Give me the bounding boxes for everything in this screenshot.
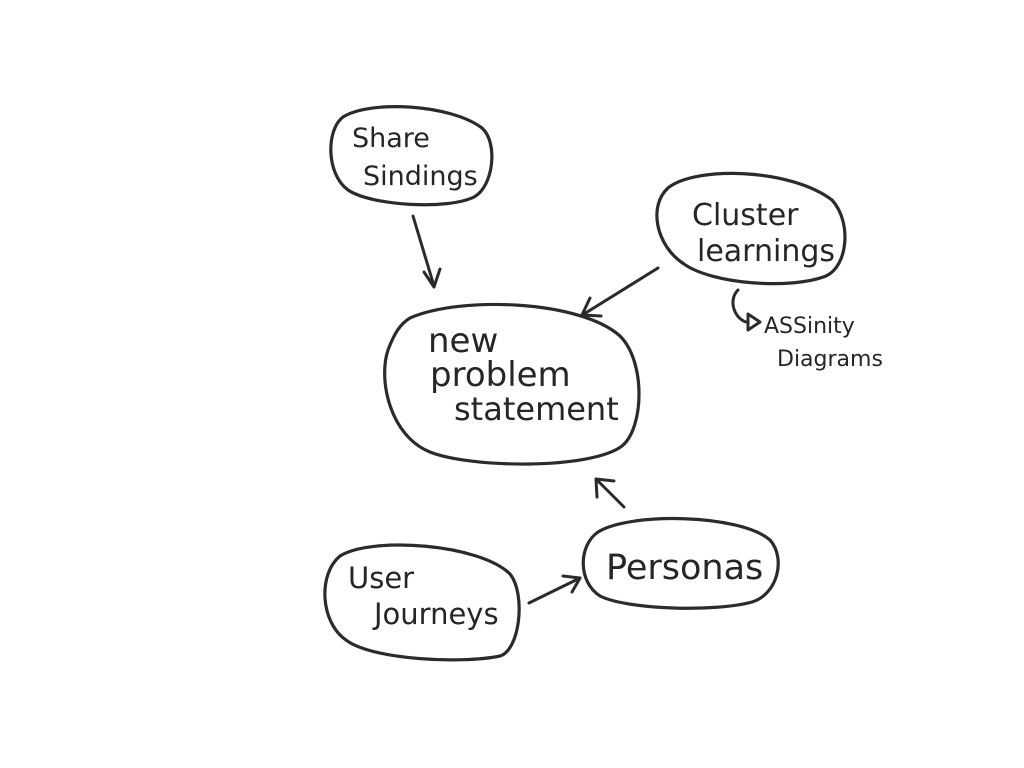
node-label-line: Share [352, 123, 430, 154]
annotation-label-line: Diagrams [777, 347, 883, 372]
connector-line [411, 214, 436, 288]
connector-cluster-to-problem [580, 266, 660, 318]
node-user-journeys: User Journeys [323, 543, 521, 662]
node-label-line: Cluster [692, 198, 799, 233]
node-new-problem-statement: new problem statement [383, 302, 641, 466]
node-outline [655, 171, 847, 286]
connector-line [595, 478, 626, 509]
node-label-line: Personas [606, 548, 763, 588]
node-label-line: new [428, 321, 498, 361]
connector-share-to-problem [411, 214, 442, 289]
node-outline [383, 302, 641, 466]
connector-journeys-to-personas [527, 574, 582, 605]
node-label-line: Journeys [372, 597, 499, 631]
arrowhead [594, 477, 616, 499]
node-outline [323, 543, 521, 662]
node-share-findings: Share Sindings [329, 105, 494, 207]
node-label-line: statement [454, 390, 619, 428]
annotation-pointer-head [746, 312, 762, 332]
annotation-affinity-diagrams: ASSinity Diagrams [731, 288, 883, 372]
connector-line [582, 266, 660, 316]
node-label-line: learnings [697, 234, 835, 269]
arrowhead [561, 574, 582, 594]
connector-personas-to-problem [594, 477, 626, 509]
annotation-pointer [731, 288, 748, 324]
arrowhead [422, 267, 442, 289]
node-label-line: User [348, 561, 414, 595]
node-label-line: problem [430, 355, 571, 395]
annotation-label-line: ASSinity [764, 314, 855, 339]
arrowhead [580, 296, 603, 318]
node-cluster-learnings: Cluster learnings [655, 171, 847, 286]
node-personas: Personas [581, 516, 780, 610]
node-label-line: Sindings [363, 161, 478, 192]
node-outline [329, 105, 494, 207]
connector-line [527, 576, 582, 605]
node-outline [581, 516, 780, 610]
